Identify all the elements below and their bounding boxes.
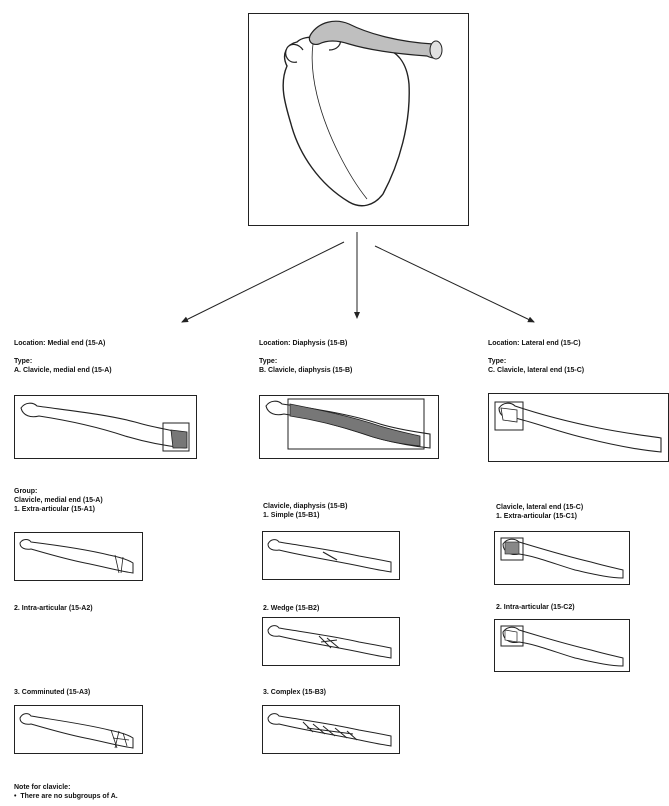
- group-a2-label: 2. Intra-articular (15-A2): [14, 604, 93, 613]
- type-figure-medial: [14, 395, 197, 459]
- note-heading: Note for clavicle:: [14, 783, 70, 792]
- note-bullet: • There are no subgroups of A.: [14, 792, 118, 801]
- arrow-to-medial: [182, 242, 344, 322]
- arrow-to-lateral: [375, 246, 534, 322]
- group-b3-label: 3. Complex (15-B3): [263, 688, 326, 697]
- location-medial: Location: Medial end (15-A): [14, 339, 105, 348]
- group-a1-figure: [14, 532, 143, 581]
- group-title-diaphysis: Clavicle, diaphysis (15-B): [263, 502, 347, 511]
- group-a1-label: 1. Extra-articular (15-A1): [14, 505, 95, 514]
- type-label-medial: A. Clavicle, medial end (15-A): [14, 366, 112, 375]
- group-a3-label: 3. Comminuted (15-A3): [14, 688, 90, 697]
- type-heading-medial: Type:: [14, 357, 32, 366]
- group-b3-figure: [262, 705, 400, 754]
- group-c2-figure: [494, 619, 630, 672]
- group-title-lateral: Clavicle, lateral end (15-C): [496, 503, 583, 512]
- group-b2-figure: [262, 617, 400, 666]
- type-figure-diaphysis: [259, 395, 439, 459]
- group-heading-medial: Group:: [14, 487, 37, 496]
- type-figure-lateral: [488, 393, 669, 462]
- group-b1-label: 1. Simple (15-B1): [263, 511, 319, 520]
- type-label-lateral: C. Clavicle, lateral end (15-C): [488, 366, 584, 375]
- group-b1-figure: [262, 531, 400, 580]
- group-c2-label: 2. Intra-articular (15-C2): [496, 603, 575, 612]
- group-a3-figure: [14, 705, 143, 754]
- location-diaphysis: Location: Diaphysis (15-B): [259, 339, 347, 348]
- group-c1-label: 1. Extra-articular (15-C1): [496, 512, 577, 521]
- location-lateral: Location: Lateral end (15-C): [488, 339, 581, 348]
- type-label-diaphysis: B. Clavicle, diaphysis (15-B): [259, 366, 352, 375]
- group-title-medial: Clavicle, medial end (15-A): [14, 496, 103, 505]
- note-bullet-text: There are no subgroups of A.: [20, 793, 117, 800]
- group-b2-label: 2. Wedge (15-B2): [263, 604, 319, 613]
- type-heading-lateral: Type:: [488, 357, 506, 366]
- group-c1-figure: [494, 531, 630, 585]
- type-heading-diaphysis: Type:: [259, 357, 277, 366]
